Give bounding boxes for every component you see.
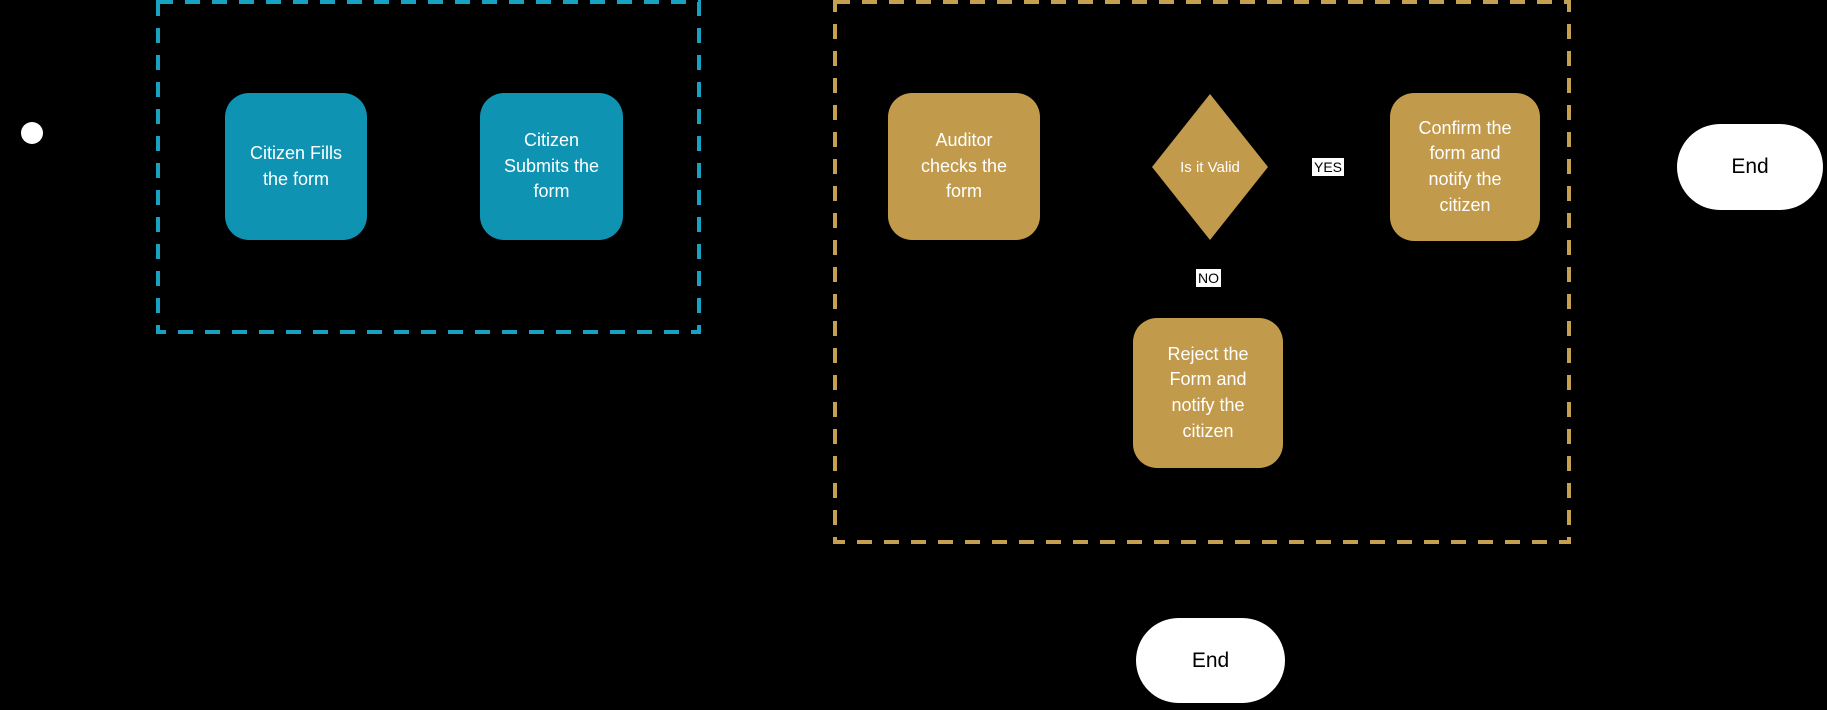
auditor-lane-boundary bbox=[833, 0, 1571, 544]
citizen-lane-boundary bbox=[156, 0, 701, 334]
end-event-main: End bbox=[1677, 124, 1823, 210]
task-auditor-checks-form: Auditor checks the form bbox=[888, 93, 1040, 240]
gateway-label: Is it Valid bbox=[1180, 158, 1240, 176]
edge-label-yes: YES bbox=[1312, 158, 1345, 177]
edge-label-no: NO bbox=[1196, 269, 1221, 288]
task-citizen-submits-form: Citizen Submits the form bbox=[480, 93, 623, 240]
task-citizen-fills-form: Citizen Fills the form bbox=[225, 93, 367, 240]
start-event-icon bbox=[21, 122, 43, 144]
end-event-reject: End bbox=[1136, 618, 1285, 703]
task-confirm-and-notify: Confirm the form and notify the citizen bbox=[1390, 93, 1540, 241]
task-reject-and-notify: Reject the Form and notify the citizen bbox=[1133, 318, 1283, 468]
